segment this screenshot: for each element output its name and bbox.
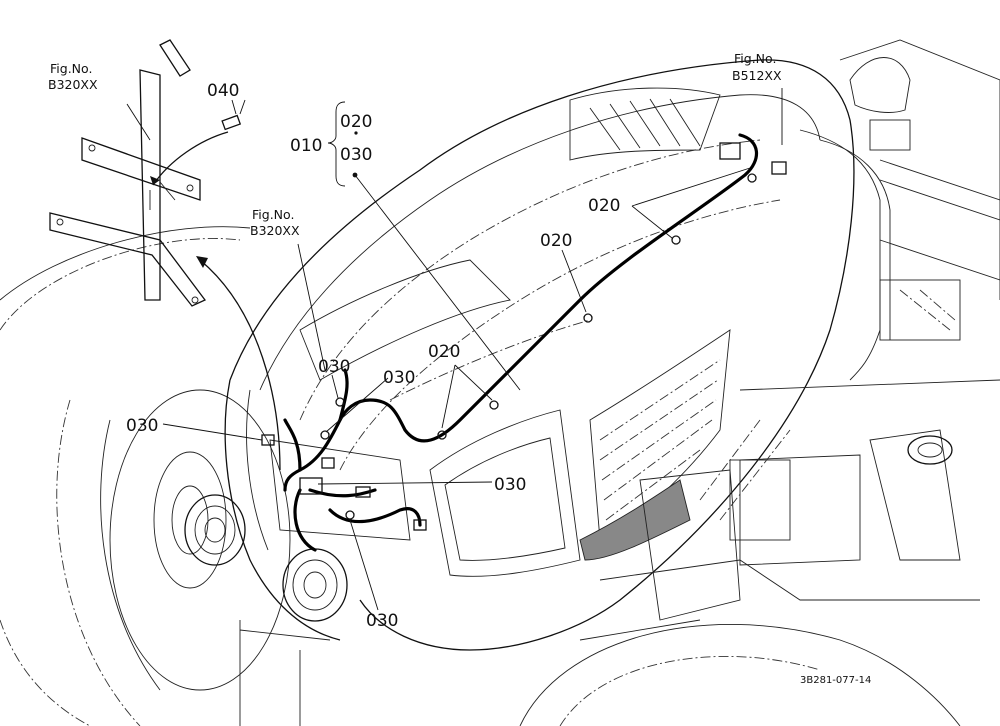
part-label-020-b: 020 [540, 231, 572, 251]
harness-clamps [320, 173, 757, 520]
part-label-020-brace: 020 [340, 112, 372, 132]
figure-code: 3B281-077-14 [800, 675, 871, 686]
front-grille [224, 379, 411, 641]
wire-harness-branch-3 [308, 488, 377, 498]
brace-010 [327, 101, 346, 187]
clip-arrow [152, 131, 229, 186]
part-label-030-b: 030 [383, 368, 415, 388]
wire-harness-branch-2 [338, 368, 349, 422]
part-label-030-e: 030 [366, 611, 398, 631]
fig-ref-b320-top-line2: B320XX [48, 77, 98, 92]
fig-ref-b320-mid-line2: B320XX [250, 223, 300, 238]
clip-arrowhead [150, 176, 160, 185]
wire-harness-branch-1 [283, 418, 302, 472]
part-label-010: 010 [290, 136, 322, 156]
fig-ref-b320-top-line1: Fig.No. [50, 61, 92, 76]
rear-wheel-outline [0, 226, 251, 726]
front-wheel [56, 389, 291, 726]
engine-area [239, 39, 1000, 726]
bracket-arrow [199, 259, 281, 471]
bracket-assembly [49, 39, 207, 307]
part-label-030-c: 030 [126, 416, 158, 436]
part-label-020-c: 020 [428, 342, 460, 362]
part-label-030-a: 030 [318, 357, 350, 377]
clip-040 [221, 114, 242, 131]
fig-ref-b320-mid-line1: Fig.No. [252, 207, 294, 222]
part-label-030-d: 030 [494, 475, 526, 495]
bracket-arrowhead [196, 256, 208, 268]
fig-ref-b512-line2: B512XX [732, 68, 782, 83]
headlight-right [282, 548, 348, 622]
wire-harness-branch-5 [293, 488, 317, 552]
part-label-030-brace: 030 [340, 145, 372, 165]
leader-lines [126, 88, 783, 611]
part-label-040: 040 [207, 81, 239, 101]
wire-harness-branch-4 [328, 507, 422, 527]
leader-dot-010 [352, 172, 358, 178]
fig-ref-b512-line1: Fig.No. [734, 51, 776, 66]
part-label-020-a: 020 [588, 196, 620, 216]
hood [229, 59, 855, 651]
lower-wheel [519, 624, 961, 726]
wire-harness-main [283, 133, 758, 492]
headlight-left [184, 494, 246, 566]
brace-dot [354, 131, 358, 135]
